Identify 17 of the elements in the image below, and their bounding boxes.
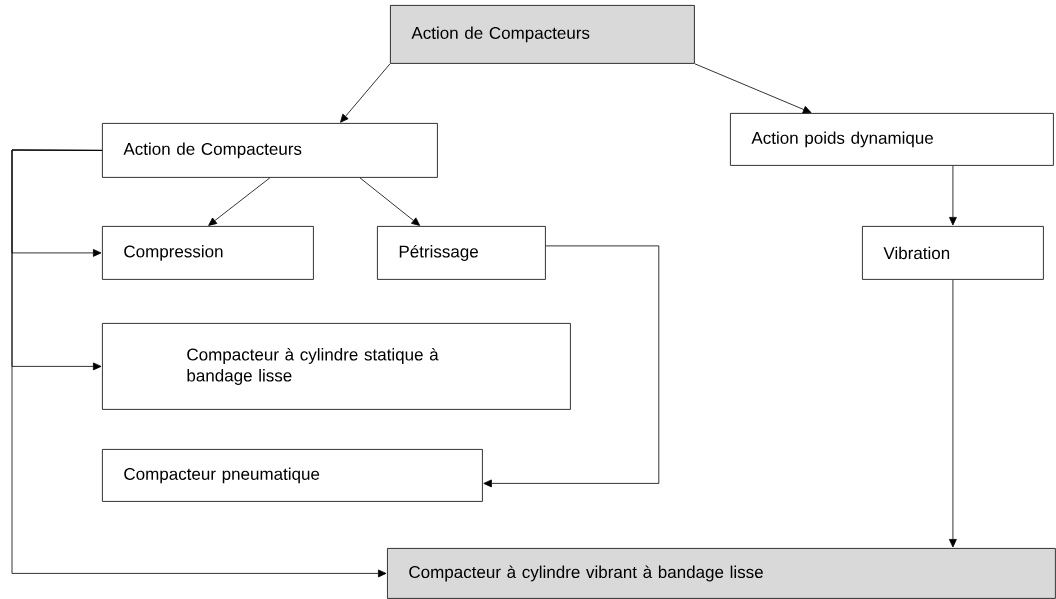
process-box: Action de Compacteurs	[390, 5, 695, 64]
process-box: Compression	[102, 226, 314, 280]
process-box: Compacteur pneumatique	[102, 449, 483, 502]
arrow	[949, 165, 957, 226]
process-box: Compacteur à cylindre vibrant à bandage lisse	[387, 548, 1056, 599]
arrow	[340, 63, 391, 123]
process-box: Pétrissage	[377, 226, 546, 280]
process-box: Compacteur à cylindre statique à bandage lisse	[102, 323, 571, 410]
arrow	[11, 149, 387, 578]
process-box: Vibration	[862, 226, 1044, 280]
arrow	[694, 63, 812, 114]
arrow	[949, 279, 957, 548]
process-box: Action de Compacteurs	[102, 123, 438, 178]
arrow	[208, 177, 271, 226]
arrow	[483, 245, 660, 488]
arrow	[359, 177, 421, 226]
process-box: Action poids dynamique	[730, 113, 1054, 166]
